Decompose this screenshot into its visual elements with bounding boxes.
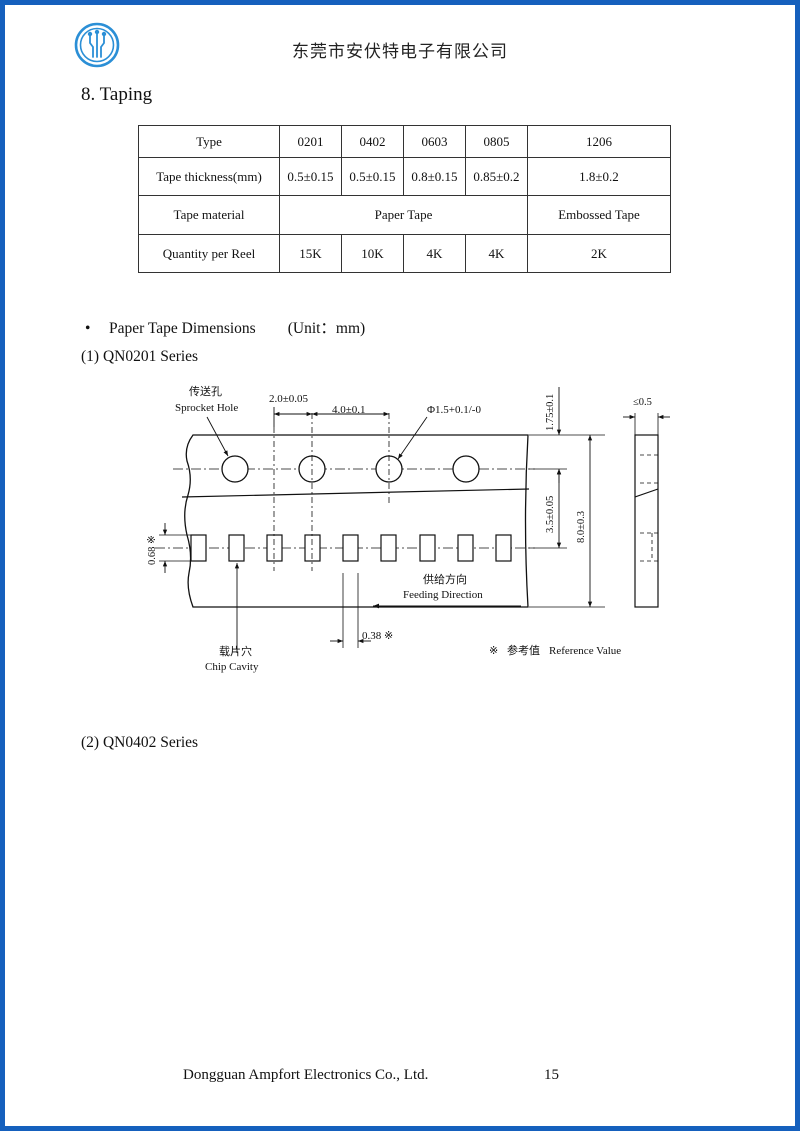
- table-cell: 4K: [465, 234, 528, 273]
- series-heading-0402: (2) QN0402 Series: [81, 734, 199, 751]
- reference-value-en: Reference Value: [549, 645, 621, 657]
- table-cell: 0.8±0.15: [403, 157, 466, 196]
- table-cell: 0.5±0.15: [341, 157, 404, 196]
- section-title: 8. Taping: [81, 84, 153, 105]
- table-cell: 10K: [341, 234, 404, 273]
- edge-distance-label: 1.75±0.1: [545, 394, 556, 431]
- table-header-cell: 0603: [403, 125, 466, 158]
- pitch-small-label: 2.0±0.05: [269, 393, 309, 405]
- table-row-type: Type 0201 0402 0603 0805 1206: [138, 125, 671, 158]
- table-header-cell: 0201: [279, 125, 342, 158]
- chip-cavity-en: Chip Cavity: [205, 661, 259, 673]
- table-cell: Embossed Tape: [527, 195, 671, 235]
- bullet-mark: •: [85, 320, 91, 337]
- pitch-large-label: 4.0±0.1: [332, 404, 366, 416]
- reference-value-cn: 参考值: [507, 643, 540, 657]
- table-row-quantity: Quantity per Reel 15K 10K 4K 4K 2K: [138, 234, 671, 273]
- cavity-height-label: 0.68 ※: [147, 535, 158, 565]
- paper-tape-heading: • Paper Tape Dimensions (Unit：mm): [85, 316, 365, 338]
- table-row-label: Type: [138, 125, 280, 158]
- sprocket-hole-en: Sprocket Hole: [175, 402, 238, 414]
- table-row-label: Tape thickness(mm): [138, 157, 280, 196]
- table-row-label: Tape material: [138, 195, 280, 235]
- sprocket-holes: [221, 455, 480, 483]
- series-heading-0201: (1) QN0201 Series: [81, 348, 199, 365]
- row-distance-label: 3.5±0.05: [545, 496, 556, 533]
- page-number: 15: [544, 1067, 559, 1083]
- tape-side-profile: [634, 434, 659, 608]
- table-row-label: Quantity per Reel: [138, 234, 280, 273]
- table-row-thickness: Tape thickness(mm) 0.5±0.15 0.5±0.15 0.8…: [138, 157, 671, 196]
- circuit-logo-icon: [74, 22, 120, 68]
- taping-table: Type 0201 0402 0603 0805 1206 Tape thick…: [138, 125, 671, 273]
- reference-mark: ※: [489, 645, 498, 657]
- unit-label: (Unit：mm): [287, 320, 366, 337]
- footer-company: Dongguan Ampfort Electronics Co., Ltd.: [183, 1067, 429, 1083]
- table-cell: Paper Tape: [279, 195, 528, 235]
- cavity-width-label: 0.38 ※: [362, 630, 393, 642]
- feeding-direction-cn: 供给方向: [423, 572, 467, 586]
- table-cell: 1.8±0.2: [527, 157, 671, 196]
- table-header-cell: 0805: [465, 125, 528, 158]
- sprocket-hole-cn: 传送孔: [189, 384, 222, 398]
- company-name-cn: 东莞市安伏特电子有限公司: [292, 42, 508, 62]
- table-cell: 15K: [279, 234, 342, 273]
- paper-tape-title: Paper Tape Dimensions: [109, 320, 256, 337]
- hole-diameter-label: Φ1.5+0.1/-0: [427, 404, 481, 416]
- tape-dimension-diagram: 2.0±0.05 4.0±0.1 Φ1.5+0.1/-0 传送孔 Sprocke…: [147, 384, 670, 673]
- table-row-material: Tape material Paper Tape Embossed Tape: [138, 195, 671, 235]
- table-cell: 2K: [527, 234, 671, 273]
- table-cell: 0.85±0.2: [465, 157, 528, 196]
- chip-cavity-cn: 载片穴: [219, 644, 252, 658]
- tape-thickness-label: ≤0.5: [633, 397, 652, 408]
- chip-cavities: [190, 534, 512, 562]
- tape-width-label: 8.0±0.3: [576, 511, 587, 543]
- table-header-cell: 1206: [527, 125, 671, 158]
- feeding-direction-en: Feeding Direction: [403, 589, 483, 601]
- table-cell: 0.5±0.15: [279, 157, 342, 196]
- tape-outline: [184, 434, 529, 608]
- table-cell: 4K: [403, 234, 466, 273]
- tape-separator-line: [181, 488, 530, 498]
- table-header-cell: 0402: [341, 125, 404, 158]
